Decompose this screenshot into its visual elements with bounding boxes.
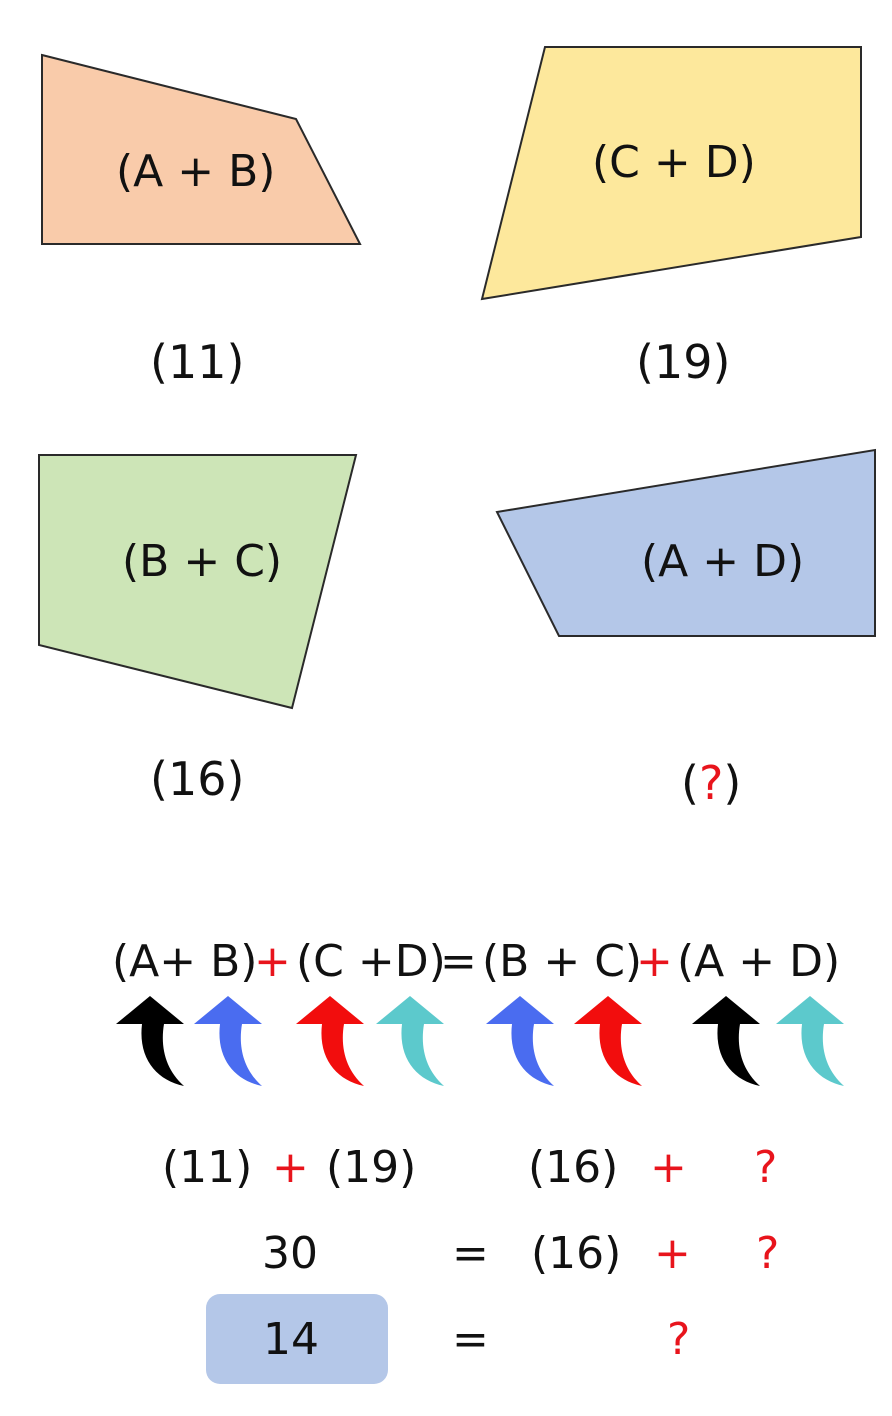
shape-ad	[495, 448, 876, 637]
shape-ab	[41, 53, 362, 245]
shape-ab-value: (11)	[150, 335, 245, 389]
shape-bc-label: (B + C)	[122, 536, 283, 587]
shape-cd	[480, 46, 862, 301]
eq-term-cd: (C +D)	[296, 936, 446, 987]
shape-ad-value: (?)	[681, 760, 741, 806]
shape-bc-value: (16)	[150, 752, 245, 806]
eq-term-bc: (B + C)	[482, 936, 643, 987]
shape-ad-label: (A + D)	[641, 536, 805, 587]
shape-bc	[38, 454, 358, 710]
curved-arrow-blue	[486, 996, 554, 1086]
calc-row2-sum: 30	[262, 1228, 318, 1279]
curved-arrow-red	[296, 996, 364, 1086]
calc-row1-plus1: +	[272, 1142, 309, 1193]
value-close-paren: )	[723, 756, 742, 810]
eq-plus-2: +	[636, 936, 673, 987]
value-open-paren: (	[681, 756, 699, 810]
calc-row2-c: (16)	[531, 1228, 622, 1279]
eq-equals: =	[440, 936, 477, 987]
curved-arrow-black	[692, 996, 760, 1086]
shape-ab-label: (A + B)	[116, 146, 276, 197]
curved-arrow-red	[574, 996, 642, 1086]
answer-highlight-box	[206, 1294, 388, 1384]
eq-plus-1: +	[254, 936, 291, 987]
calc-row2-plus: +	[654, 1228, 691, 1279]
curved-arrow-teal	[776, 996, 844, 1086]
shape-cd-label: (C + D)	[592, 137, 756, 188]
calc-row1-c: (16)	[528, 1142, 619, 1193]
calc-row3-unknown: ?	[667, 1314, 691, 1365]
eq-term-ad: (A + D)	[677, 936, 841, 987]
calc-row2-unknown: ?	[756, 1228, 780, 1279]
curved-arrow-blue	[194, 996, 262, 1086]
calc-row3-answer: 14	[263, 1314, 319, 1365]
calc-row2-equals: =	[452, 1228, 489, 1279]
shape-cd-value: (19)	[636, 335, 731, 389]
calc-row1-unknown: ?	[754, 1142, 778, 1193]
calc-row1-a: (11)	[162, 1142, 253, 1193]
calc-row1-plus2: +	[650, 1142, 687, 1193]
eq-term-ab: (A+ B)	[112, 936, 258, 987]
calc-row1-b: (19)	[326, 1142, 417, 1193]
curved-arrow-black	[116, 996, 184, 1086]
curved-arrow-teal	[376, 996, 444, 1086]
unknown-mark: ?	[698, 756, 724, 810]
calc-row3-equals: =	[452, 1314, 489, 1365]
